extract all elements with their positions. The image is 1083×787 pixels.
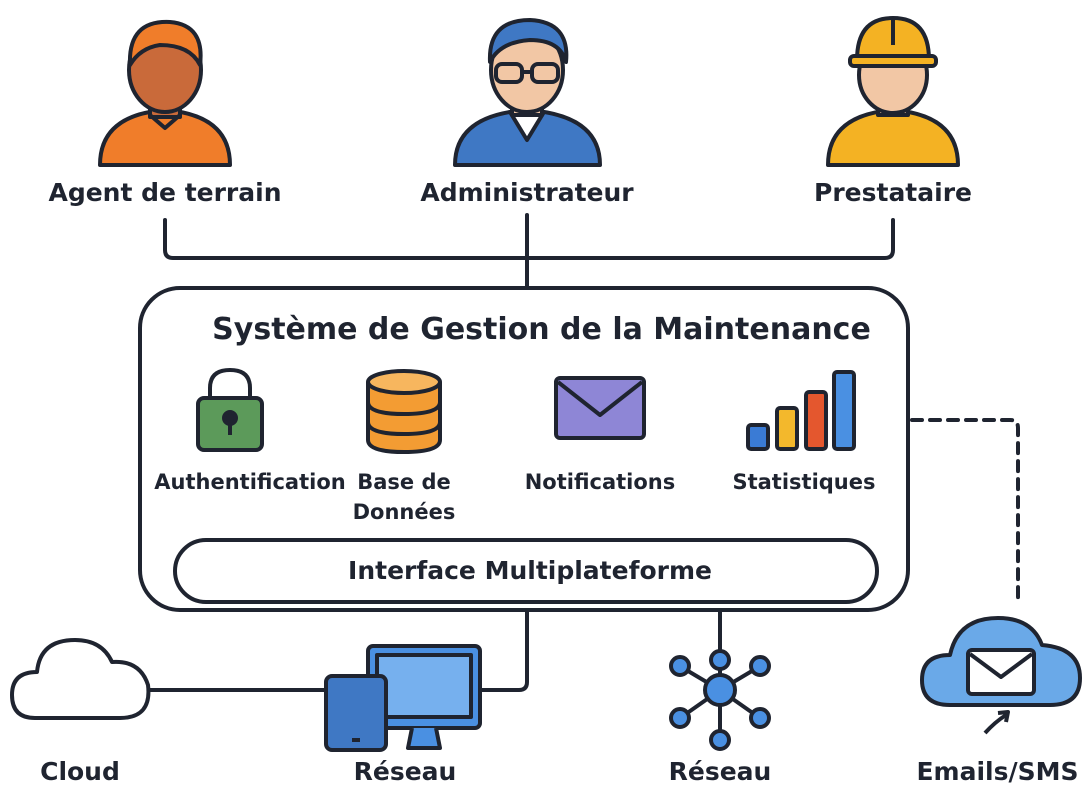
contractor-avatar-icon: [826, 16, 960, 167]
envelope-icon: [554, 376, 646, 440]
bottom-label-cloud: Cloud: [40, 757, 120, 786]
system-title: Système de Gestion de la Maintenance: [212, 312, 871, 347]
bottom-label-devices: Réseau: [353, 757, 457, 786]
bar-chart-icon: [746, 370, 856, 451]
feature-label-auth: Authentification: [154, 470, 346, 494]
agent-avatar-icon: [98, 19, 232, 167]
devices-connector: [478, 608, 529, 692]
devices-icon: [324, 644, 482, 752]
actor-label-contractor: Prestataire: [814, 178, 972, 207]
cloud-icon: [10, 638, 151, 720]
actor-label-agent: Agent de terrain: [48, 178, 282, 207]
admin-avatar-icon: [453, 18, 602, 167]
feature-label-notifications: Notifications: [524, 470, 676, 494]
bottom-label-messaging: Emails/SMS: [916, 757, 1079, 786]
bottom-label-network: Réseau: [668, 757, 772, 786]
feature-label-db-line2: Données: [352, 500, 456, 524]
feature-label-stats: Statistiques: [732, 470, 876, 494]
messaging-connector: [910, 418, 1020, 602]
cloud-mail-icon: [920, 616, 1082, 735]
database-icon: [366, 369, 442, 455]
interface-box: [173, 538, 879, 604]
feature-label-db-line1: Base de: [357, 470, 451, 494]
network-icon: [669, 649, 771, 751]
system-box: [138, 286, 910, 612]
interface-label: Interface Multiplateforme: [348, 556, 712, 585]
actor-label-admin: Administrateur: [420, 178, 634, 207]
padlock-icon: [196, 368, 264, 452]
